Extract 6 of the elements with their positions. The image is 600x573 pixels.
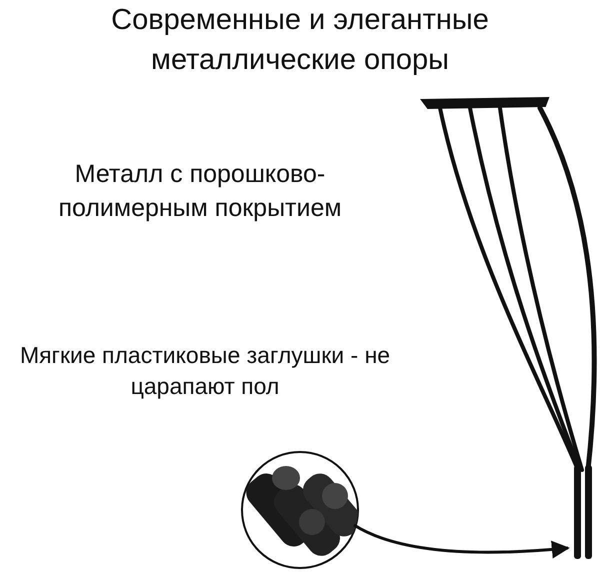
caption-text: Металл с порошково-полимерным покрытием [57, 159, 343, 224]
arrow [353, 524, 570, 558]
end-caps-picture [241, 451, 359, 569]
leg-feet-drawing [574, 465, 592, 559]
caption-text: Мягкие пластиковые заглушки - не царапают пол [18, 341, 392, 402]
title: Современные и элегантные металлические опоры [110, 3, 490, 78]
